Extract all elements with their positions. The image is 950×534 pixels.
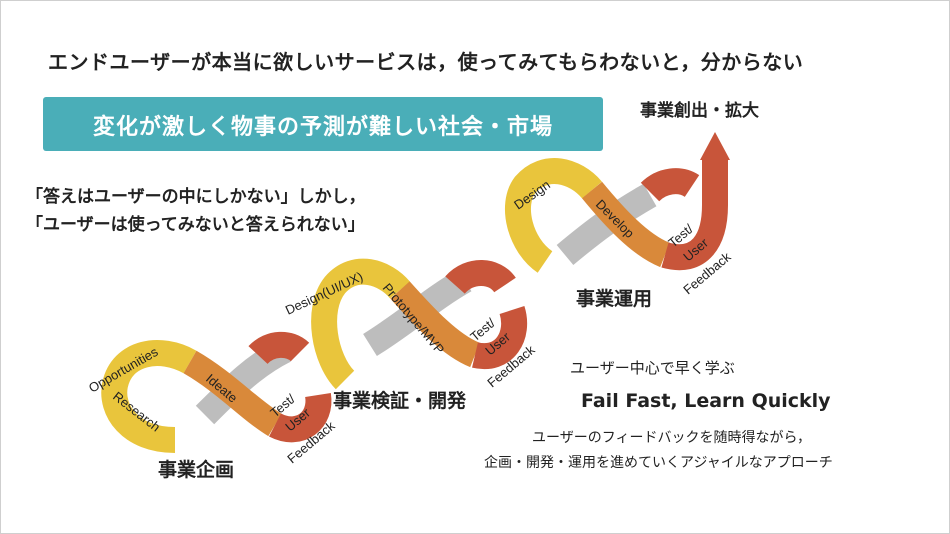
loop3-yellow	[504, 158, 602, 273]
phase-verification: 事業検証・開発	[333, 390, 467, 412]
description-line-1: ユーザーのフィードバックを随時得ながら，	[532, 430, 812, 446]
quote-line-1: 「答えはユーザーの中にしかない」しかし，	[26, 187, 366, 207]
loop3-red-top	[640, 168, 700, 202]
subheading: ユーザー中心で早く学ぶ	[570, 359, 735, 377]
loop3-red	[661, 160, 728, 271]
loop1-yellow	[101, 340, 197, 453]
headline: エンドユーザーが本当に欲しいサービスは，使ってみてもらわないと，分からない	[48, 50, 804, 74]
loop2-red-bottom	[472, 306, 528, 370]
loop1-red-bottom	[269, 392, 332, 443]
loop2-yellow	[311, 258, 410, 390]
motto: Fail Fast, Learn Quickly	[581, 390, 831, 412]
loop3-orange	[581, 181, 671, 268]
loop2-red-top	[445, 260, 516, 295]
loop2-orange	[390, 281, 481, 368]
banner-text: 変化が激しく物事の予測が難しい社会・市場	[92, 115, 553, 140]
loop1-red-top	[248, 331, 310, 365]
expansion-label: 事業創出・拡大	[640, 101, 759, 121]
loop1-orange	[183, 350, 282, 437]
quote-line-2: 「ユーザーは使ってみないと答えられない」	[26, 215, 365, 235]
growth-arrow-head	[700, 132, 730, 160]
phase-planning: 事業企画	[158, 459, 235, 481]
phase-operation: 事業運用	[576, 288, 653, 310]
description-line-2: 企画・開発・運用を進めていくアジャイルなアプローチ	[484, 455, 833, 471]
banner: 変化が激しく物事の予測が難しい社会・市場	[43, 97, 603, 151]
